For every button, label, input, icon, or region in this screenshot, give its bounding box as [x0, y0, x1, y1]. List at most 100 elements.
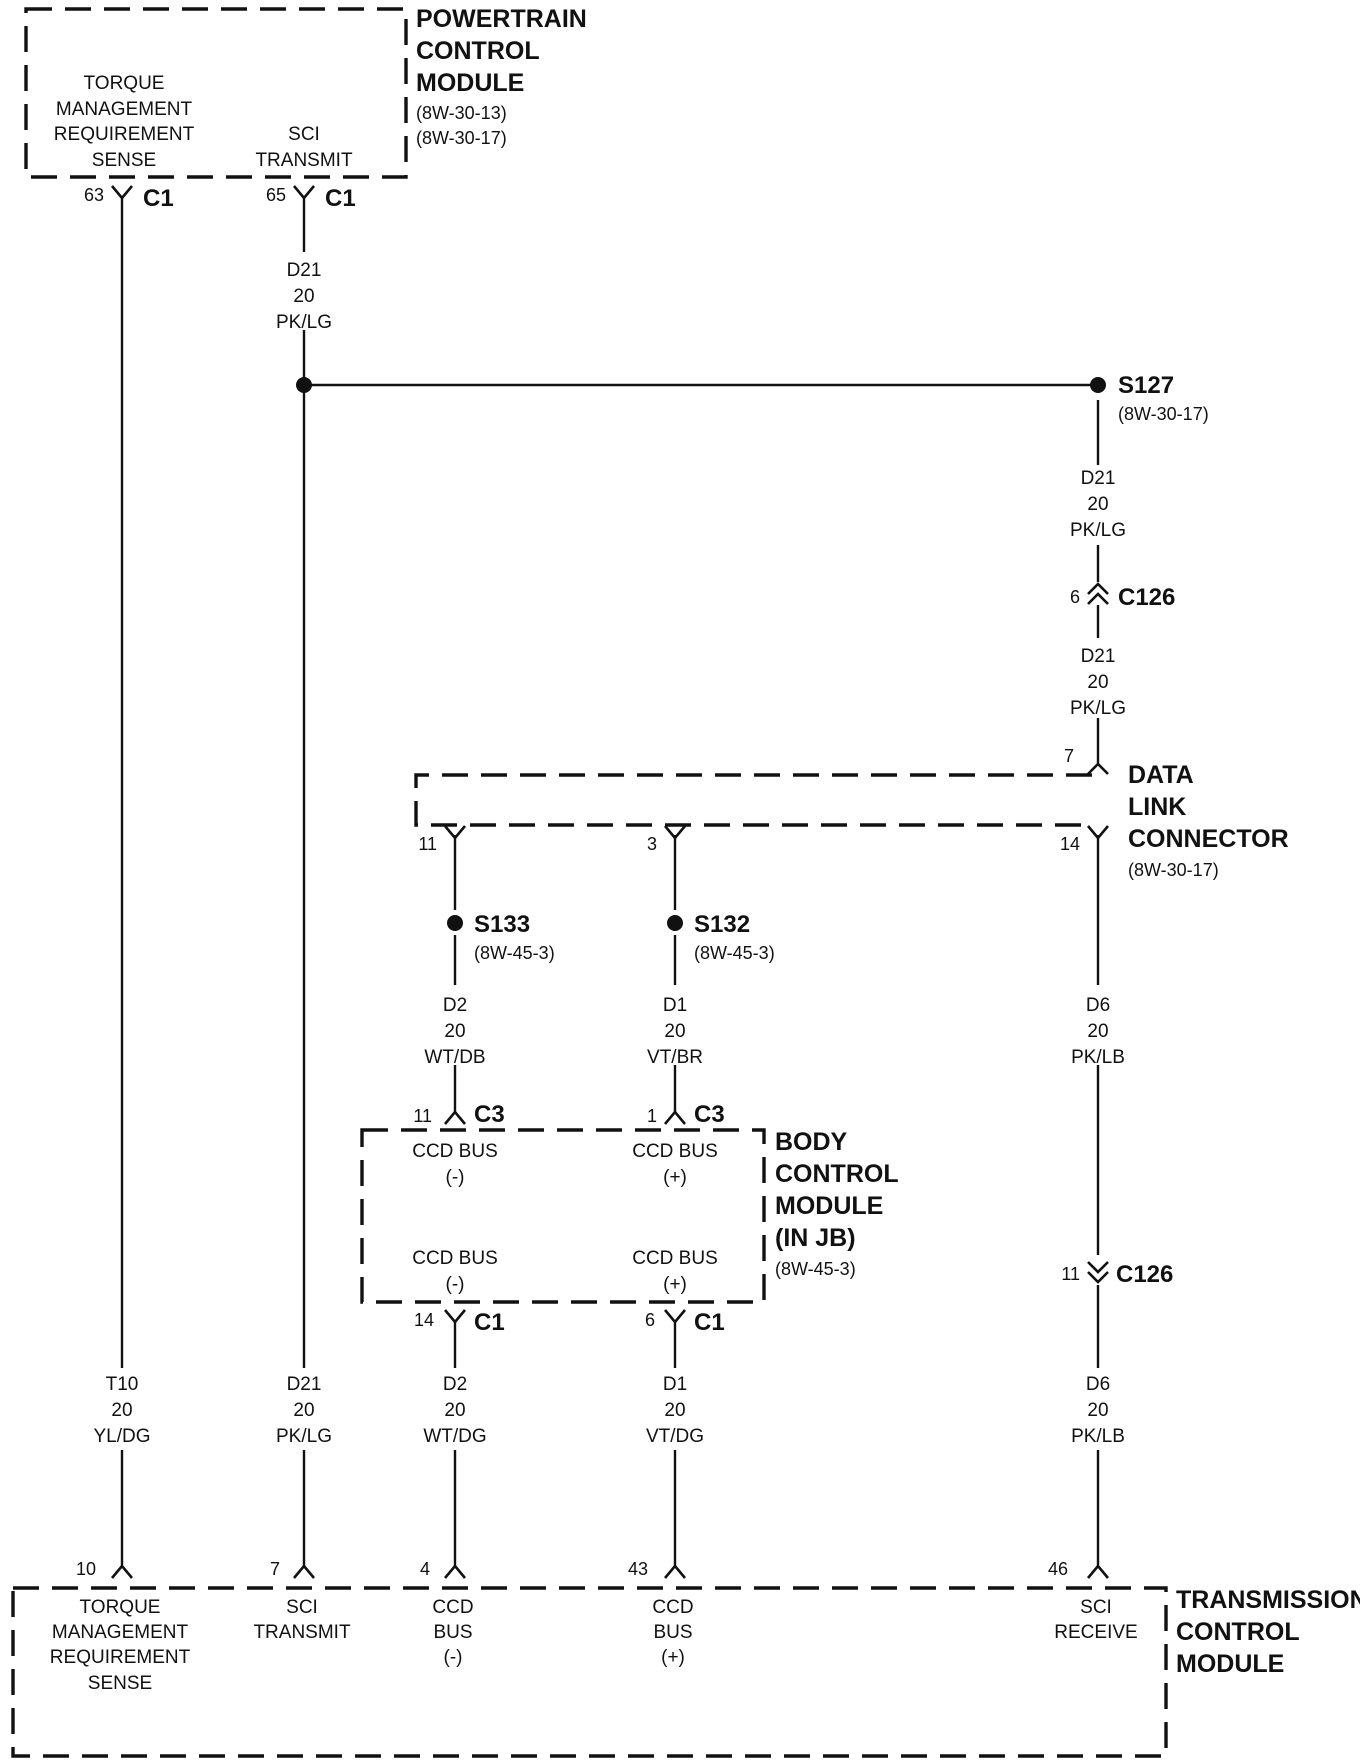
tcm-pin-4-male [444, 1563, 466, 1579]
bcm-c3-label-a: C3 [474, 1101, 505, 1128]
pcm-pin-63-label: 63 [84, 185, 104, 205]
svg-text:REQUIREMENT: REQUIREMENT [50, 1647, 191, 1668]
svg-text:BODY: BODY [775, 1128, 848, 1156]
wire-label-d1-top: D1 20 VT/BR [647, 995, 703, 1068]
dlc-title: DATA LINK CONNECTOR [1128, 761, 1289, 853]
svg-text:D1: D1 [663, 1374, 687, 1395]
svg-text:REQUIREMENT: REQUIREMENT [54, 124, 195, 145]
pcm-ref-1: (8W-30-13) [416, 103, 507, 123]
svg-text:PK/LG: PK/LG [276, 312, 332, 333]
svg-text:CCD BUS: CCD BUS [632, 1248, 718, 1269]
tcm-pin-43-male [664, 1563, 686, 1579]
tcm-pin-46-label: 46 [1048, 1559, 1068, 1579]
c126-pin6-bot [1087, 592, 1109, 605]
svg-text:CCD BUS: CCD BUS [412, 1141, 498, 1162]
svg-text:PK/LB: PK/LB [1071, 1047, 1125, 1068]
bcm-c1-14-female [444, 1309, 466, 1325]
tcm-pin-43-label: 43 [628, 1559, 648, 1579]
dlc-pin-14-female [1087, 825, 1109, 841]
splice-s132-name: S132 [694, 911, 750, 938]
svg-text:PK/LG: PK/LG [276, 1426, 332, 1447]
svg-text:CONNECTOR: CONNECTOR [1128, 825, 1289, 853]
svg-text:BUS: BUS [433, 1622, 472, 1643]
splice-dot-s127 [1090, 377, 1106, 393]
pcm-pin-65-label: 65 [266, 185, 286, 205]
svg-text:PK/LG: PK/LG [1070, 520, 1126, 541]
svg-text:D2: D2 [443, 995, 467, 1016]
svg-text:D1: D1 [663, 995, 687, 1016]
wire-label-d6-bot: D6 20 PK/LB [1071, 1374, 1125, 1447]
svg-text:TRANSMISSION: TRANSMISSION [1176, 1586, 1360, 1614]
svg-text:20: 20 [1087, 1400, 1108, 1421]
wire-label-d21-c126: D21 20 PK/LG [1070, 646, 1126, 719]
svg-text:20: 20 [664, 1400, 685, 1421]
svg-text:D6: D6 [1086, 995, 1110, 1016]
bcm-c1-pin-6-label: 6 [645, 1310, 655, 1330]
c126-name-top: C126 [1118, 584, 1175, 611]
svg-text:POWERTRAIN: POWERTRAIN [416, 5, 587, 33]
splice-s127-name: S127 [1118, 372, 1174, 399]
tcm-func-torque: TORQUE MANAGEMENT REQUIREMENT SENSE [50, 1597, 191, 1694]
svg-text:PK/LB: PK/LB [1071, 1426, 1125, 1447]
svg-text:TORQUE: TORQUE [84, 73, 165, 94]
svg-text:SCI: SCI [288, 124, 320, 145]
pcm-func-torque: TORQUE MANAGEMENT REQUIREMENT SENSE [54, 73, 195, 171]
pcm-c1-label-b: C1 [325, 185, 356, 212]
bcm-c3-11-male [444, 1109, 466, 1125]
tcm-pin-7-label: 7 [270, 1559, 280, 1579]
svg-text:CCD: CCD [432, 1597, 473, 1618]
tcm-pin-7-male [293, 1563, 315, 1579]
svg-text:(-): (-) [446, 1274, 465, 1295]
svg-text:TORQUE: TORQUE [80, 1597, 161, 1618]
dlc-pin-11-label: 11 [418, 834, 437, 854]
svg-text:CONTROL: CONTROL [416, 37, 540, 65]
c126-pin-11-label: 11 [1061, 1264, 1080, 1284]
c126-pin-6-label: 6 [1070, 587, 1080, 607]
tcm-func-ccd-minus: CCD BUS (-) [432, 1597, 473, 1668]
dlc-ref: (8W-30-17) [1128, 860, 1219, 880]
pcm-c1-label-a: C1 [143, 185, 174, 212]
pcm-title: POWERTRAIN CONTROL MODULE [416, 5, 587, 97]
pcm-func-sci: SCI TRANSMIT [255, 124, 353, 171]
tcm-func-ccd-plus: CCD BUS (+) [652, 1597, 693, 1668]
wire-label-d21-bot: D21 20 PK/LG [276, 1374, 332, 1447]
tcm-pin-4-label: 4 [420, 1559, 430, 1579]
svg-text:CONTROL: CONTROL [1176, 1618, 1300, 1646]
bcm-ccd-plus-top: CCD BUS (+) [632, 1141, 718, 1188]
wire-label-d21-s127: D21 20 PK/LG [1070, 468, 1126, 541]
dlc-pin-11-female [444, 825, 466, 841]
svg-text:(-): (-) [444, 1647, 463, 1668]
splice-s132-ref: (8W-45-3) [694, 943, 775, 963]
svg-text:SENSE: SENSE [88, 1673, 152, 1694]
bcm-box [360, 1128, 766, 1304]
svg-text:(+): (+) [661, 1647, 685, 1668]
pcm-pin-63-female [111, 185, 133, 201]
svg-text:20: 20 [293, 286, 314, 307]
wire-label-d1-bot: D1 20 VT/DG [646, 1374, 704, 1447]
bcm-ccd-plus-bot: CCD BUS (+) [632, 1248, 718, 1295]
bcm-ccd-minus-top: CCD BUS (-) [412, 1141, 498, 1188]
svg-text:D6: D6 [1086, 1374, 1110, 1395]
tcm-pin-10-label: 10 [76, 1559, 96, 1579]
svg-text:TRANSMIT: TRANSMIT [253, 1622, 351, 1643]
svg-text:MODULE: MODULE [1176, 1650, 1284, 1678]
bcm-title: BODY CONTROL MODULE (IN JB) [775, 1128, 899, 1252]
tcm-func-sci-transmit: SCI TRANSMIT [253, 1597, 351, 1643]
splice-s127-ref: (8W-30-17) [1118, 404, 1209, 424]
svg-text:20: 20 [1087, 1021, 1108, 1042]
svg-text:(-): (-) [446, 1167, 465, 1188]
svg-text:D21: D21 [287, 1374, 322, 1395]
svg-text:VT/BR: VT/BR [647, 1047, 703, 1068]
tcm-pin-46-male [1087, 1563, 1109, 1579]
svg-text:MANAGEMENT: MANAGEMENT [56, 99, 193, 120]
bcm-c3-1-male [664, 1109, 686, 1125]
splice-dot-s133 [447, 915, 463, 931]
svg-text:(+): (+) [663, 1274, 687, 1295]
svg-text:20: 20 [1087, 494, 1108, 515]
svg-text:MODULE: MODULE [775, 1192, 883, 1220]
svg-text:CCD BUS: CCD BUS [412, 1248, 498, 1269]
svg-text:CONTROL: CONTROL [775, 1160, 899, 1188]
bcm-c3-label-b: C3 [694, 1101, 725, 1128]
svg-text:20: 20 [664, 1021, 685, 1042]
splice-dot-s132 [667, 915, 683, 931]
